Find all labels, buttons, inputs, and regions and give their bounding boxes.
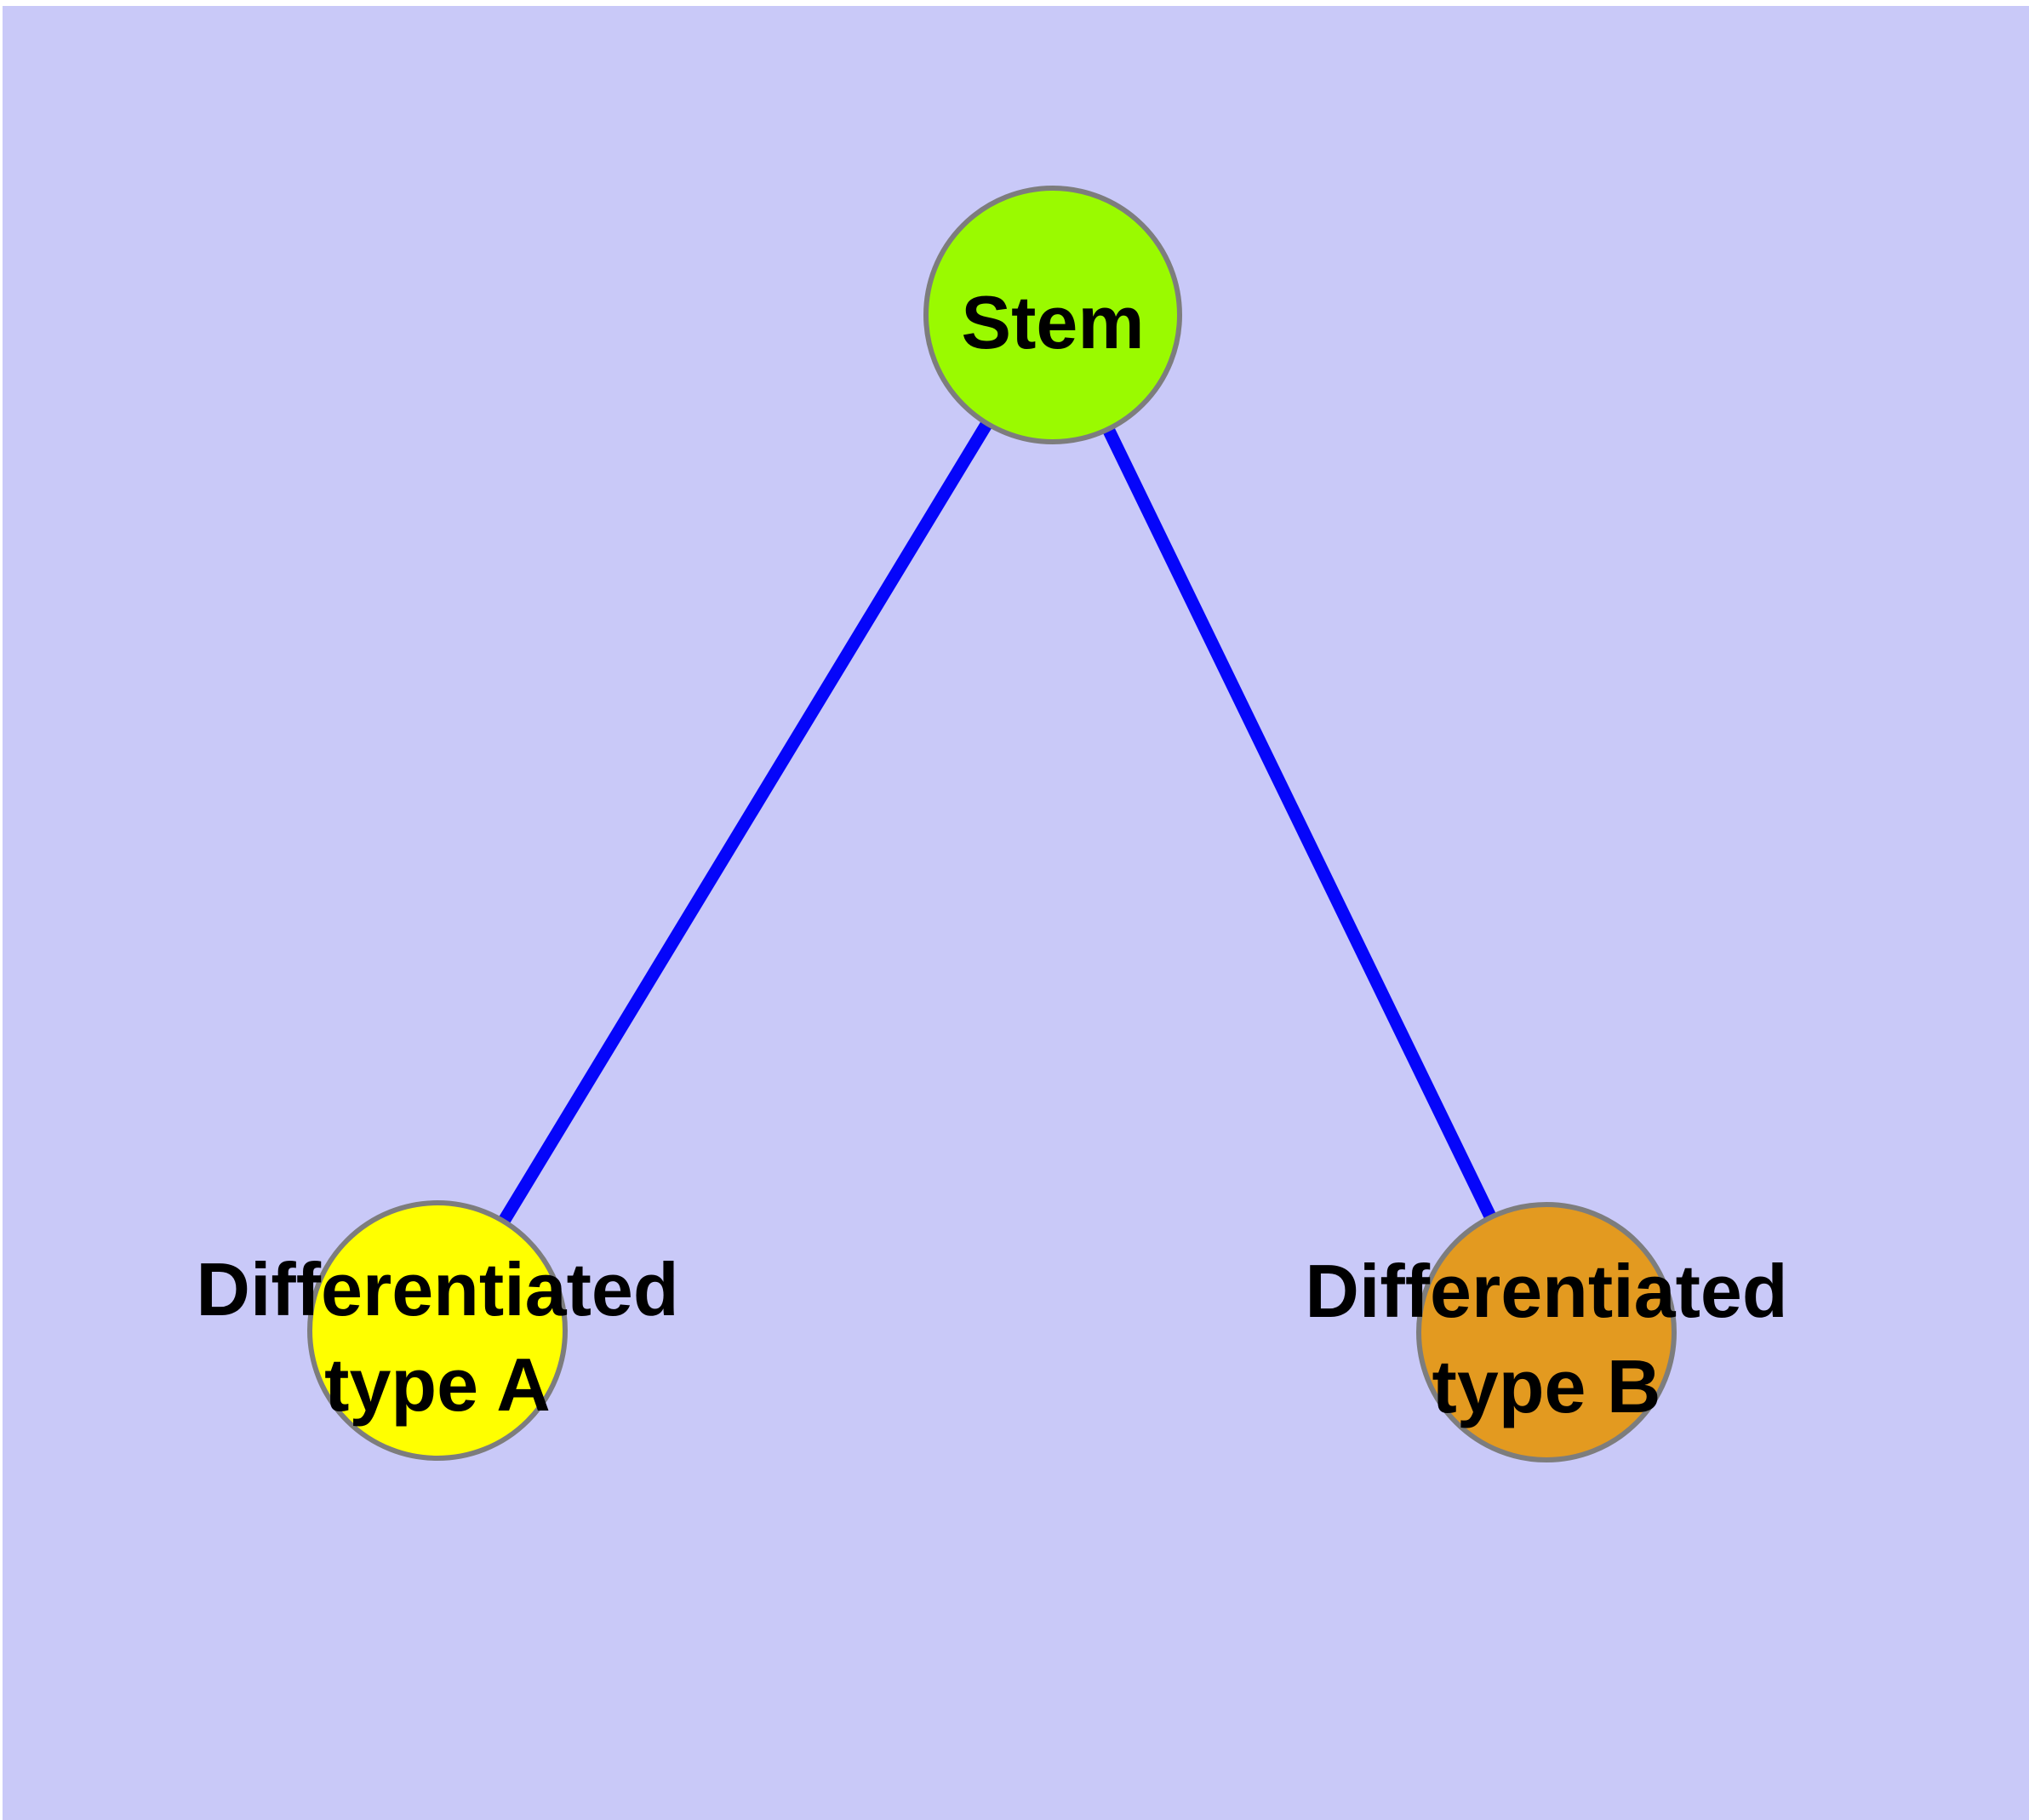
node-layer (307, 186, 1677, 1462)
node-type-b-circle (1416, 1202, 1677, 1462)
edge-stem-to-type-b (1047, 312, 1552, 1336)
node-stem-label: Stem (961, 280, 1144, 364)
node-type-b-label-line1: Differentiated (1305, 1249, 1787, 1333)
node-type-b-label-line2: type B (1432, 1344, 1661, 1428)
node-type-a-label-line1: Differentiated (196, 1247, 678, 1331)
edge-layer (432, 312, 1552, 1336)
node-stem-circle (923, 186, 1182, 444)
edge-stem-to-type-a (432, 312, 1059, 1334)
node-type-a-label-line2: type A (324, 1342, 551, 1427)
label-layer: Stem Differentiated type A Differentiate… (196, 280, 1787, 1428)
node-type-a-circle (307, 1200, 568, 1461)
